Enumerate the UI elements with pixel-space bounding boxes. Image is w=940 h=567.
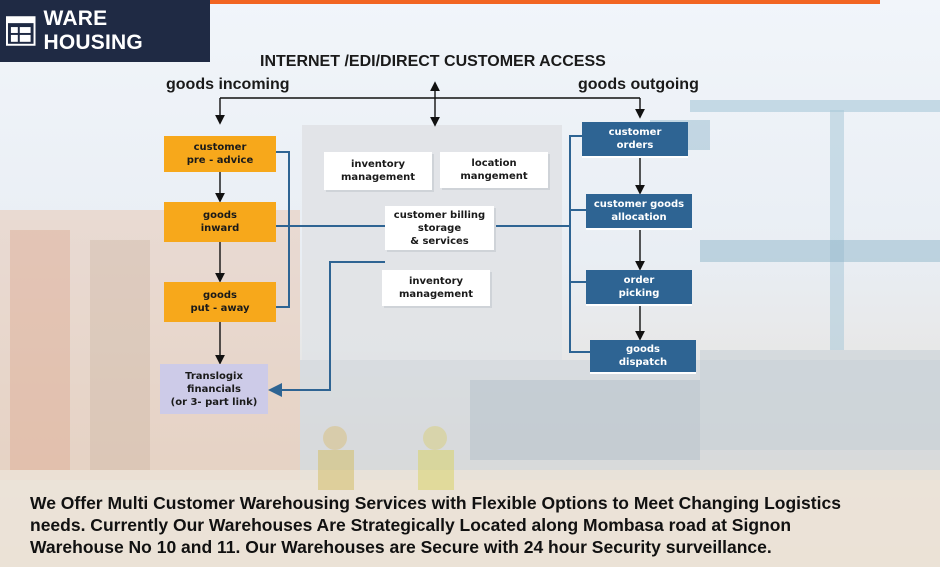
customer-goods-allocation-box: customer goods allocation xyxy=(586,194,692,230)
goods-put-away-box: goods put - away xyxy=(164,282,276,322)
access-label: INTERNET /EDI/DIRECT CUSTOMER ACCESS xyxy=(260,53,606,70)
page-title: WARE HOUSING xyxy=(43,7,143,54)
inventory-management-top-box: inventory management xyxy=(324,152,432,190)
customer-pre-advice-box: customer pre - advice xyxy=(164,136,276,172)
customer-orders-box: customer orders xyxy=(582,122,688,158)
section-header: WARE HOUSING xyxy=(0,0,210,62)
customer-billing-box: customer billing storage & services xyxy=(385,206,494,250)
accent-bar xyxy=(30,0,880,4)
goods-outgoing-label: goods outgoing xyxy=(578,76,699,93)
warehouse-description: We Offer Multi Customer Warehousing Serv… xyxy=(30,493,841,557)
location-management-box: location mangement xyxy=(440,152,548,188)
warehouse-icon xyxy=(6,16,36,46)
translogix-financials-box: Translogix financials (or 3- part link) xyxy=(160,364,268,414)
goods-inward-box: goods inward xyxy=(164,202,276,242)
goods-incoming-label: goods incoming xyxy=(166,76,290,93)
order-picking-box: order picking xyxy=(586,270,692,306)
inventory-management-bottom-box: inventory management xyxy=(382,270,490,306)
goods-dispatch-box: goods dispatch xyxy=(590,340,696,374)
